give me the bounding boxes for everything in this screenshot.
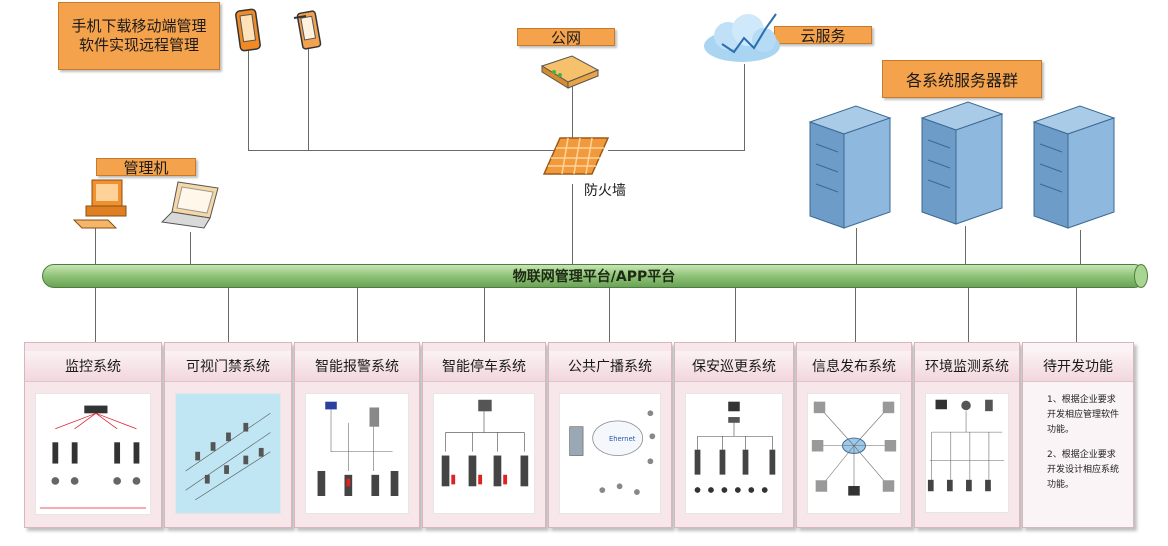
firewall-icon	[542, 137, 610, 175]
panel-title: 保安巡更系统	[675, 351, 793, 382]
firewall-label: 防火墙	[584, 183, 626, 199]
drop-line	[95, 288, 96, 342]
admin-pc-label-text: 管理机	[123, 158, 169, 177]
environment-monitor-diagram	[925, 393, 1009, 514]
drop-line	[484, 288, 485, 342]
cloud-label: 云服务	[774, 26, 872, 45]
drop-line	[968, 288, 969, 342]
server-rack-icon	[1032, 105, 1116, 229]
todo-notes: 1、根据企业要求开发相应管理软件功能。 2、根据企业要求开发设计相应系统功能。	[1033, 393, 1125, 493]
iot-platform-bus: 物联网管理平台/APP平台	[42, 264, 1146, 288]
panel-patrol: 保安巡更系统	[674, 342, 794, 528]
firewall-bus-line	[572, 184, 573, 264]
servers-label-text: 各系统服务器群	[905, 71, 1018, 90]
pda-icon	[293, 10, 322, 50]
smartphone-icon	[235, 8, 261, 52]
broadcast-system-diagram: Ehernet	[559, 393, 661, 515]
info-release-diagram	[807, 393, 901, 514]
cloud-link-line	[744, 64, 745, 150]
access-control-diagram	[175, 393, 281, 515]
cloud-hline	[608, 150, 745, 151]
patrol-system-diagram	[685, 393, 783, 515]
router-link-line	[572, 86, 573, 142]
desktop-computer-icon	[72, 179, 127, 229]
panel-parking: 智能停车系统	[422, 342, 546, 528]
panel-access-control: 可视门禁系统	[164, 342, 292, 528]
router-icon	[540, 55, 600, 89]
drop-line	[357, 288, 358, 342]
drop-line	[228, 288, 229, 342]
drop-line	[735, 288, 736, 342]
tablet-link-line	[308, 48, 309, 150]
public-net-label-text: 公网	[550, 28, 581, 47]
cctv-topology-diagram	[35, 393, 151, 515]
panel-title: 信息发布系统	[797, 351, 911, 382]
alarm-system-diagram	[305, 393, 409, 515]
cloud-icon	[704, 13, 780, 62]
admin-pc-label: 管理机	[96, 158, 196, 177]
cloud-label-text: 云服务	[800, 26, 846, 45]
panel-title: 环境监测系统	[915, 351, 1019, 382]
panel-title: 待开发功能	[1023, 351, 1133, 382]
panel-broadcast: 公共广播系统 Ehernet	[548, 342, 672, 528]
panel-title: 监控系统	[25, 351, 161, 382]
panel-title: 公共广播系统	[549, 351, 671, 382]
server-rack-icon	[920, 101, 1004, 225]
panel-alarm: 智能报警系统	[294, 342, 420, 528]
panel-title: 可视门禁系统	[165, 351, 291, 382]
drop-line	[1076, 288, 1077, 342]
top-link-line	[248, 150, 572, 151]
panel-info-release: 信息发布系统	[796, 342, 912, 528]
panel-title: 智能报警系统	[295, 351, 419, 382]
phone-link-line	[248, 48, 249, 150]
iot-platform-bus-label: 物联网管理平台/APP平台	[512, 269, 676, 285]
server3-bus-line	[1080, 230, 1081, 264]
mobile-app-label-text: 手机下载移动端管理软件实现远程管理	[71, 17, 207, 54]
panel-title: 智能停车系统	[423, 351, 545, 382]
pc-bus-line	[95, 228, 96, 264]
parking-system-diagram	[433, 393, 535, 515]
server2-bus-line	[965, 226, 966, 264]
bus-end-cap	[1134, 264, 1148, 288]
public-net-label: 公网	[517, 28, 615, 47]
mobile-app-label: 手机下载移动端管理软件实现远程管理	[58, 2, 220, 70]
todo-note-2: 2、根据企业要求开发设计相应系统功能。	[1047, 450, 1120, 490]
server-rack-icon	[808, 105, 892, 229]
todo-note-1: 1、根据企业要求开发相应管理软件功能。	[1047, 395, 1120, 435]
laptop-bus-line	[190, 232, 191, 264]
servers-label: 各系统服务器群	[882, 60, 1042, 98]
broadcast-center-label: Ehernet	[609, 435, 636, 443]
drop-line	[855, 288, 856, 342]
panel-environment: 环境监测系统	[914, 342, 1020, 528]
panel-todo: 待开发功能 1、根据企业要求开发相应管理软件功能。 2、根据企业要求开发设计相应…	[1022, 342, 1134, 528]
laptop-icon	[160, 181, 219, 229]
panel-monitoring: 监控系统	[24, 342, 162, 528]
server1-bus-line	[856, 228, 857, 264]
drop-line	[609, 288, 610, 342]
